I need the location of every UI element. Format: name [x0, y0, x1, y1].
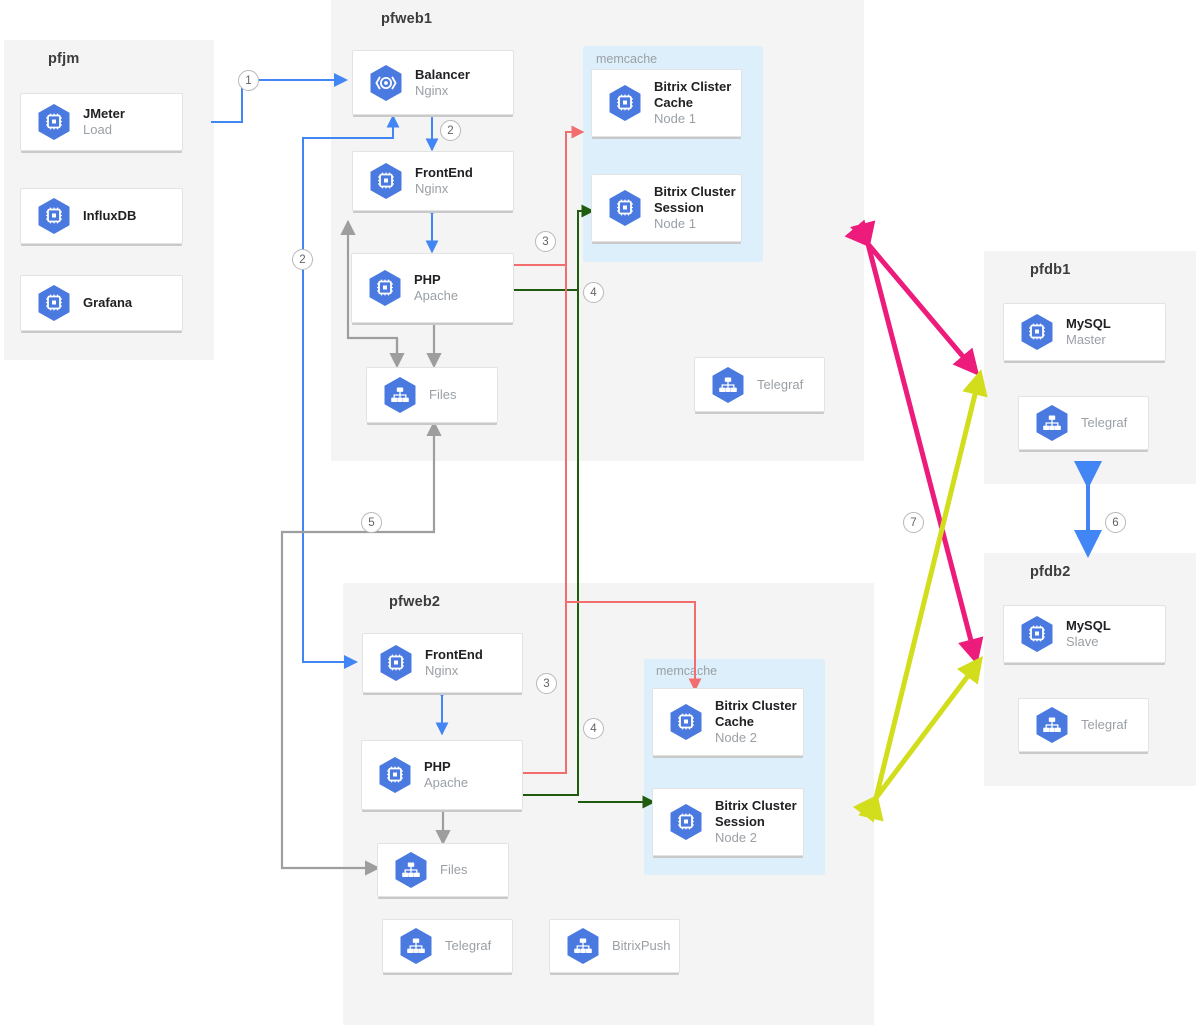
node-subtitle: Nginx	[425, 663, 459, 678]
node-title: BitrixPush	[612, 938, 671, 954]
node-pfdb2-telegraf[interactable]: Telegraf	[1018, 698, 1149, 752]
tree-hexagon-icon	[383, 376, 417, 414]
tree-hexagon-icon	[566, 927, 600, 965]
node-pfweb2-telegraf[interactable]: Telegraf	[382, 919, 513, 973]
node-title: Files	[440, 862, 468, 878]
memcache-zone-pfweb2-title: memcache	[656, 664, 718, 678]
badge-4-pfweb2: 4	[583, 718, 604, 739]
badge-2-balancer-frontend: 2	[440, 120, 461, 141]
node-jmeter[interactable]: JMeter Load	[20, 93, 183, 151]
node-pfweb1-php[interactable]: PHP Apache	[351, 253, 514, 323]
cpu-hexagon-icon	[379, 644, 413, 682]
cpu-hexagon-icon	[369, 162, 403, 200]
node-subtitle: Node 2	[715, 729, 757, 745]
node-title: FrontEnd	[415, 165, 473, 181]
badge-5-files-sync: 5	[361, 512, 382, 533]
node-subtitle: Node 1	[654, 110, 696, 126]
cpu-hexagon-icon	[1020, 615, 1054, 653]
node-title: Telegraf	[757, 376, 804, 392]
node-title: PHP	[414, 272, 441, 288]
cpu-hexagon-icon	[669, 803, 703, 841]
cpu-hexagon-icon	[37, 103, 71, 141]
zone-pfdb1-title: pfdb1	[1030, 262, 1071, 278]
node-title: Grafana	[83, 295, 133, 311]
node-pfweb1-memcache-session[interactable]: Bitrix Cluster Session Node 1	[591, 174, 749, 249]
node-pfweb2-memcache-cache[interactable]: Bitrix Cluster Cache Node 2	[652, 688, 811, 763]
node-subtitle: Slave	[1066, 634, 1099, 649]
node-pfdb1-telegraf[interactable]: Telegraf	[1018, 396, 1149, 450]
badge-3-pfweb1: 3	[535, 231, 556, 252]
node-pfweb2-files[interactable]: Files	[377, 843, 509, 897]
node-title: MySQL	[1066, 316, 1111, 332]
tree-hexagon-icon	[399, 927, 433, 965]
node-pfweb2-memcache-session[interactable]: Bitrix Cluster Session Node 2	[652, 788, 811, 863]
cpu-hexagon-icon	[608, 84, 642, 122]
node-title: Telegraf	[1081, 717, 1128, 733]
zone-pfweb1-title: pfweb1	[381, 11, 433, 27]
node-influxdb[interactable]: InfluxDB	[20, 188, 183, 244]
node-title: Telegraf	[1081, 415, 1128, 431]
node-subtitle: Apache	[424, 775, 469, 790]
cpu-hexagon-icon	[378, 756, 412, 794]
badge-7-db-traffic: 7	[903, 512, 924, 533]
tree-hexagon-icon	[1035, 404, 1069, 442]
node-subtitle: Nginx	[415, 82, 449, 98]
node-pfweb2-php[interactable]: PHP Apache	[361, 740, 523, 810]
wire-yellow-db-traffic	[852, 369, 988, 823]
node-title: PHP	[424, 759, 451, 775]
cpu-hexagon-icon	[608, 189, 642, 227]
node-pfdb2-mysql[interactable]: MySQL Slave	[1003, 605, 1166, 663]
node-grafana[interactable]: Grafana	[20, 275, 183, 331]
cpu-hexagon-icon	[669, 703, 703, 741]
node-subtitle: Apache	[414, 288, 459, 303]
node-pfweb2-frontend[interactable]: FrontEnd Nginx	[362, 633, 523, 693]
node-pfdb1-mysql[interactable]: MySQL Master	[1003, 303, 1166, 361]
node-title: Bitrix Cluster Session	[654, 184, 736, 216]
node-title: JMeter	[83, 106, 125, 122]
balancer-hexagon-icon	[369, 64, 403, 102]
memcache-zone-pfweb1-title: memcache	[596, 52, 658, 66]
wire-magenta-db-traffic	[844, 219, 984, 665]
cpu-hexagon-icon	[37, 284, 71, 322]
node-subtitle: Load	[83, 122, 112, 137]
badge-2-balancer-pfweb2: 2	[292, 249, 313, 270]
badge-1: 1	[238, 70, 259, 91]
zone-pfdb2-title: pfdb2	[1030, 564, 1071, 580]
node-subtitle: Node 2	[715, 829, 757, 845]
node-title: Bitrix Cluster Cache	[715, 698, 797, 730]
tree-hexagon-icon	[711, 366, 745, 404]
node-pfweb1-frontend[interactable]: FrontEnd Nginx	[352, 151, 514, 211]
node-pfweb1-files[interactable]: Files	[366, 367, 498, 423]
node-title: Bitrix Cluster Session	[715, 798, 797, 830]
zone-pfweb2-title: pfweb2	[389, 594, 441, 610]
node-pfweb1-balancer[interactable]: Balancer Nginx	[352, 50, 514, 115]
node-pfweb1-memcache-cache[interactable]: Bitrix Clister Cache Node 1	[591, 69, 749, 144]
node-subtitle: Nginx	[415, 181, 449, 196]
badge-6-db-replication: 6	[1105, 512, 1126, 533]
node-subtitle: Master	[1066, 332, 1106, 347]
zone-pfjm-title: pfjm	[48, 51, 80, 67]
cpu-hexagon-icon	[368, 269, 402, 307]
tree-hexagon-icon	[1035, 706, 1069, 744]
node-title: FrontEnd	[425, 647, 483, 663]
node-title: Telegraf	[445, 938, 492, 954]
node-title: Balancer	[415, 66, 470, 82]
node-title: InfluxDB	[83, 208, 137, 224]
cpu-hexagon-icon	[37, 197, 71, 235]
node-title: Files	[429, 387, 457, 403]
node-pfweb2-bitrixpush[interactable]: BitrixPush	[549, 919, 680, 973]
node-title: MySQL	[1066, 618, 1111, 634]
cpu-hexagon-icon	[1020, 313, 1054, 351]
wire-jmeter-to-balancer	[211, 73, 348, 123]
badge-3-pfweb2: 3	[536, 673, 557, 694]
node-pfweb1-telegraf[interactable]: Telegraf	[694, 357, 825, 412]
tree-hexagon-icon	[394, 851, 428, 889]
badge-4-pfweb1: 4	[583, 282, 604, 303]
node-subtitle: Node 1	[654, 215, 696, 231]
node-title: Bitrix Clister Cache	[654, 79, 732, 111]
